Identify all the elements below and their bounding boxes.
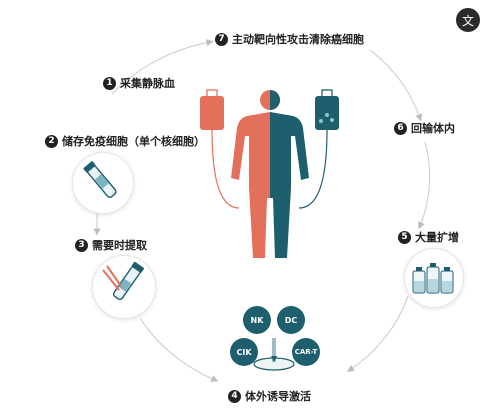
step-1: 1 采集静脉血 <box>103 75 175 91</box>
cell-nk: NK <box>243 306 271 334</box>
petri-dish-icon <box>253 338 295 371</box>
step-3-number: 3 <box>75 238 88 252</box>
cell-cik: CIK <box>230 338 258 366</box>
human-body-illustration <box>200 89 339 258</box>
step-1-label: 采集静脉血 <box>120 77 175 90</box>
extraction-illustration <box>92 255 156 319</box>
cryo-tube-illustration <box>72 152 134 214</box>
step-6: 6 回输体内 <box>394 120 455 136</box>
step-4-number: 4 <box>228 389 241 403</box>
translate-icon[interactable]: 文 <box>456 8 480 32</box>
step-5-label: 大量扩增 <box>415 231 459 244</box>
culture-bottles-icon <box>412 263 454 294</box>
step-2-label: 储存免疫细胞（单个核细胞） <box>62 135 205 148</box>
blood-bag-teal-icon <box>298 89 339 209</box>
step-7-label: 主动靶向性攻击清除癌细胞 <box>232 33 364 46</box>
step-6-label: 回输体内 <box>411 122 455 135</box>
step-3-label: 需要时提取 <box>92 239 147 252</box>
tweezers-icon <box>102 261 145 301</box>
translate-icon-glyph: 文 <box>461 13 474 28</box>
step-4: 4 体外诱导激活 <box>228 388 311 404</box>
step-5: 5 大量扩增 <box>398 229 459 245</box>
step-1-number: 1 <box>103 76 116 90</box>
step-2-number: 2 <box>45 134 58 148</box>
cell-car-t: CAR-T <box>292 338 320 366</box>
blood-bag-red-icon <box>200 89 240 209</box>
step-7: 7 主动靶向性攻击清除癌细胞 <box>215 31 364 47</box>
cell-activation-group: NK DC CIK CAR-T <box>228 300 328 382</box>
step-5-number: 5 <box>398 230 411 244</box>
step-3: 3 需要时提取 <box>75 237 147 253</box>
culture-bottles-illustration <box>404 248 464 308</box>
cryo-tube-icon <box>83 161 117 198</box>
step-2: 2 储存免疫细胞（单个核细胞） <box>45 133 205 149</box>
cell-dc: DC <box>277 306 305 334</box>
step-6-number: 6 <box>394 121 407 135</box>
step-4-label: 体外诱导激活 <box>245 390 311 403</box>
step-7-number: 7 <box>215 32 228 46</box>
